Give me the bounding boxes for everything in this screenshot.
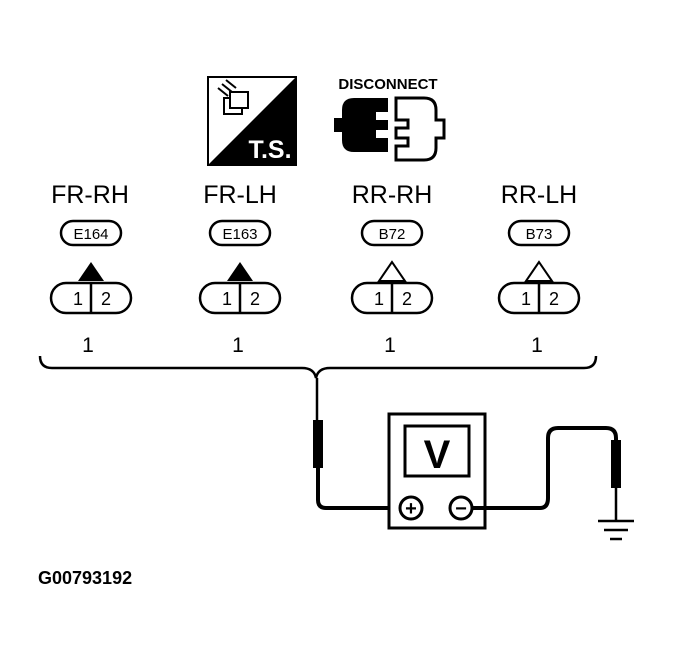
pin-label: 1 [222,289,232,309]
positive-terminal [398,495,424,521]
ground-icon [598,519,634,541]
sensor-rr-lh: RR-LH B73 1 2 1 [497,181,581,357]
connector-id: E163 [222,226,257,243]
connector-tag [360,219,424,247]
pin-label: 2 [101,289,111,309]
voltmeter-display-value: V [424,433,451,477]
ts-icon: T.S. [207,76,297,166]
terminal-number: 1 [531,334,543,357]
connector-id: B73 [526,226,553,243]
open-triangle-icon [524,260,554,282]
filled-triangle-icon [227,262,253,281]
disconnect-icon: DISCONNECT [334,76,446,162]
terminal-number: 1 [384,334,396,357]
connector-tag [59,219,123,247]
pin-label: 1 [521,289,531,309]
connector-tag [507,219,571,247]
sensor-position-label: RR-RH [352,181,433,209]
figure-id: G00793192 [38,568,132,588]
ts-icon-label: T.S. [248,136,291,164]
open-triangle-icon [377,260,407,282]
connector-id: E164 [73,226,108,243]
sensor-position-label: FR-RH [51,181,129,209]
voltmeter-display [403,424,471,478]
connector-tag [208,219,272,247]
terminal-number: 1 [82,334,94,357]
probe-tip [313,420,323,468]
connector-id: B72 [379,226,406,243]
pin-label: 1 [73,289,83,309]
sensor-position-label: FR-LH [203,181,277,209]
sensor-position-label: RR-LH [501,181,577,209]
pin-label: 2 [402,289,412,309]
pin-label: 2 [250,289,260,309]
negative-symbol: − [455,498,467,520]
positive-symbol: + [405,498,417,520]
negative-test-lead [472,426,621,520]
pin-label: 2 [549,289,559,309]
sensor-fr-rh: FR-RH E164 1 2 1 [49,181,133,357]
grouping-brace [38,355,598,379]
positive-test-lead [313,378,410,510]
probe-tip [611,440,621,488]
pin-label: 1 [374,289,384,309]
sensor-rr-rh: RR-RH B72 1 2 1 [350,181,434,357]
disconnect-icon-label: DISCONNECT [338,76,437,93]
filled-triangle-icon [78,262,104,281]
terminal-number: 1 [232,334,244,357]
sensor-fr-lh: FR-LH E163 1 2 1 [198,181,282,357]
voltmeter: V + − [387,412,487,530]
